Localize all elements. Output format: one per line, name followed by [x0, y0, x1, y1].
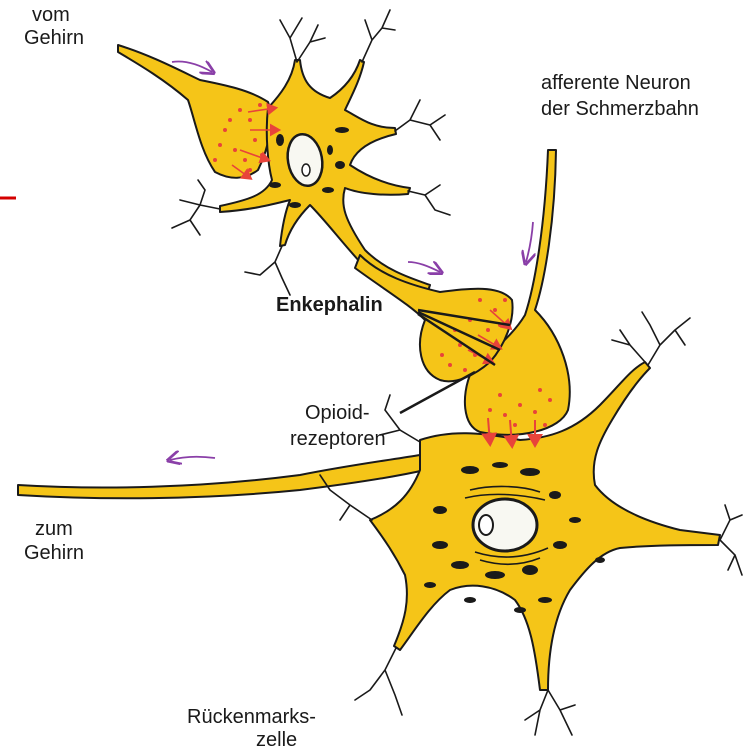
- label-vom-gehirn: Gehirn: [24, 27, 84, 50]
- arrow-to-brain: [170, 457, 215, 460]
- label-schmerzbahn: der Schmerzbahn: [541, 98, 699, 121]
- spinal-axon: [18, 455, 425, 498]
- label-afferente-neuron: afferente Neuron: [541, 72, 691, 95]
- label-zum-gehirn: Gehirn: [24, 542, 84, 565]
- label-enkephalin: Enkephalin: [276, 294, 383, 317]
- arrow-interneuron: [408, 262, 440, 272]
- label-rezeptoren: rezeptoren: [290, 428, 386, 451]
- label-zelle: zelle: [256, 729, 297, 752]
- label-rueckenmarks: Rückenmarks-: [187, 706, 316, 729]
- arrow-afferent: [526, 222, 533, 262]
- label-zum: zum: [35, 518, 73, 541]
- label-opioid: Opioid-: [305, 402, 369, 425]
- label-vom: vom: [32, 4, 70, 27]
- upper-neuron: [118, 45, 430, 300]
